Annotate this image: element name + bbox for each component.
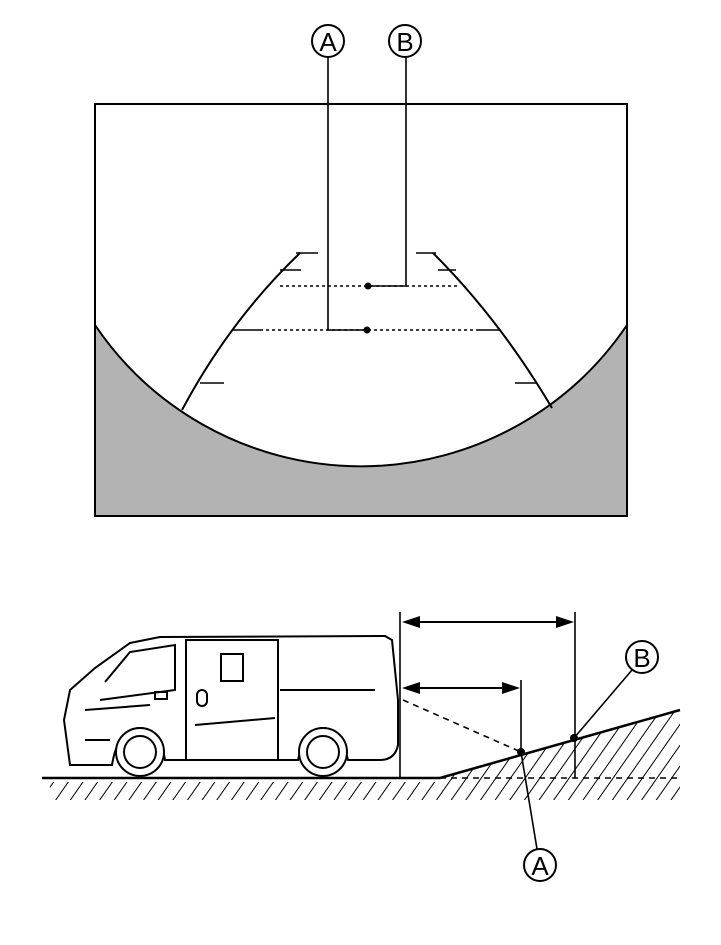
callout-b-label: B [396, 27, 413, 57]
distance-arrow-b [402, 616, 574, 628]
leader-b-top [368, 57, 407, 287]
leader-a-top [327, 57, 367, 331]
camera-screen: A B [94, 24, 628, 517]
side-view: B A [42, 612, 681, 882]
callout-a-side: A [523, 848, 557, 882]
leader-a-side [520, 751, 538, 850]
callout-a-side-label: A [531, 851, 549, 881]
callout-b-side: B [625, 640, 659, 674]
van [62, 634, 399, 777]
leader-b-side [573, 669, 633, 739]
camera-view-line [402, 699, 522, 753]
distance-ticks [200, 252, 537, 384]
callout-b-side-label: B [633, 643, 650, 673]
distance-arrow-a [402, 682, 520, 694]
slope-line [439, 708, 681, 780]
callout-a-label: A [319, 27, 337, 57]
bumper-area [94, 321, 628, 517]
callout-b-top: B [388, 24, 422, 58]
ground-hatch [50, 782, 680, 800]
callout-a-top: A [311, 24, 345, 58]
